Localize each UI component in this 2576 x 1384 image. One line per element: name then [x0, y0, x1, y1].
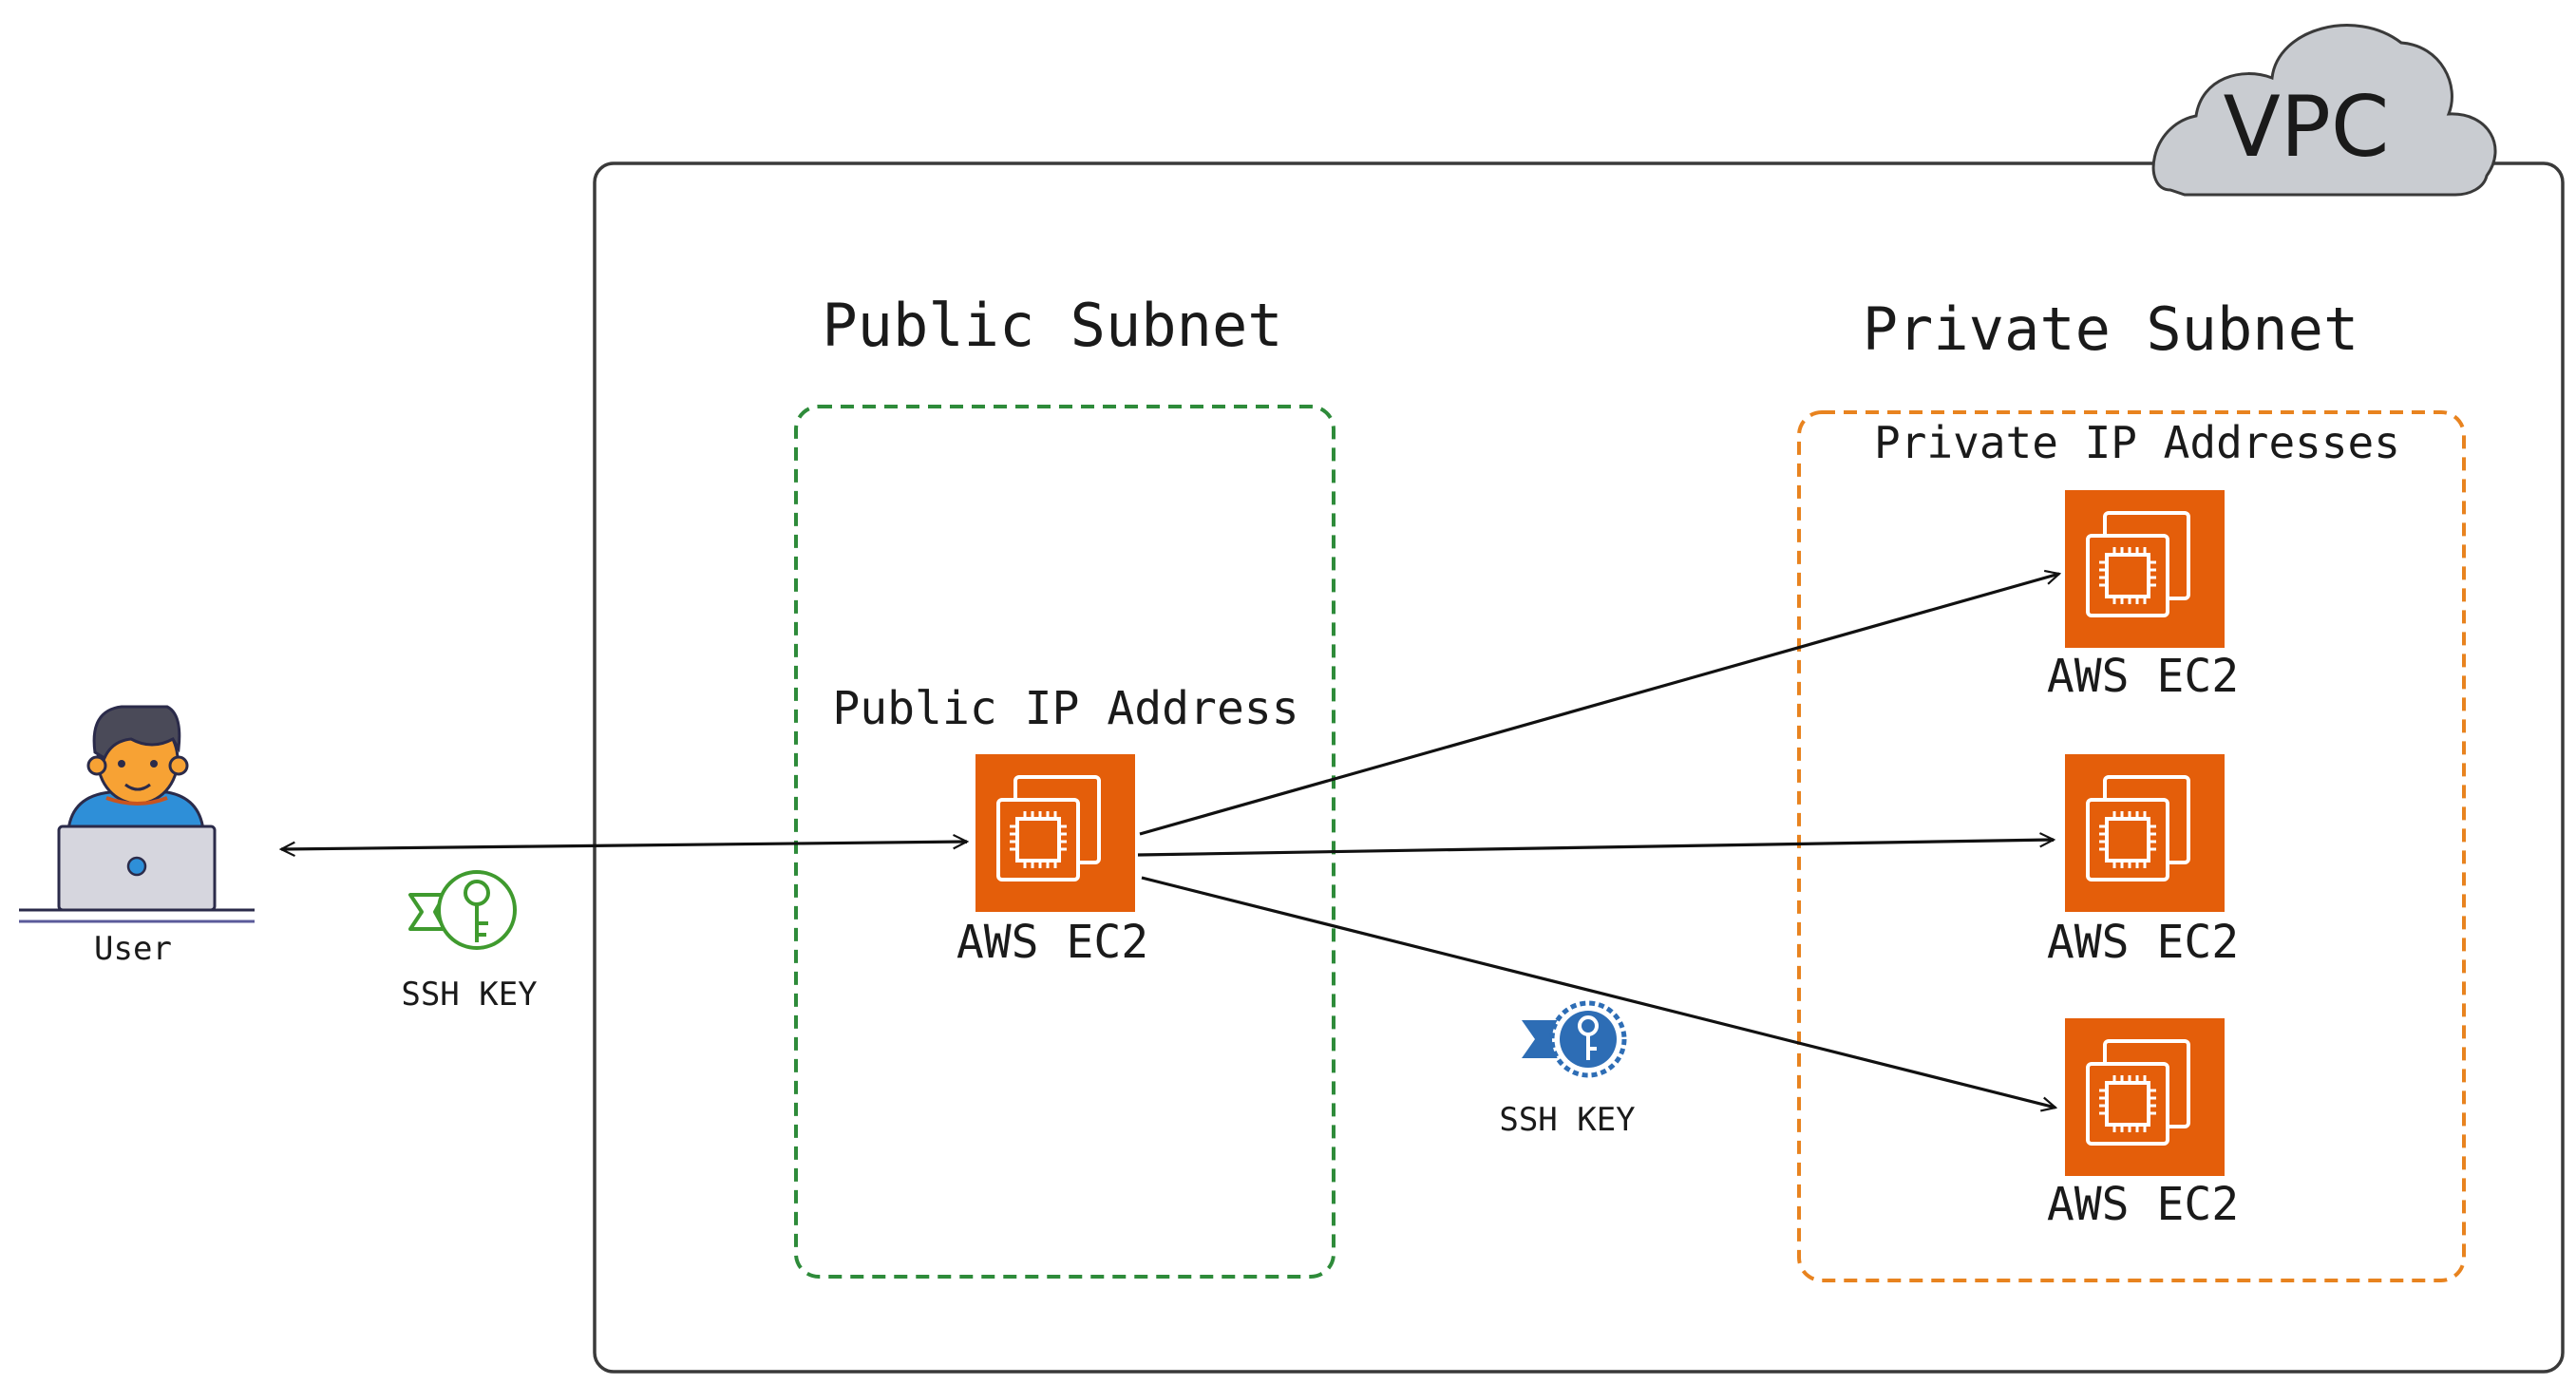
public-to-private-ec2-1-connection [1139, 574, 2059, 836]
public-ec2-label: AWS EC2 [957, 916, 1148, 969]
internal-ssh-key-label: SSH KEY [1499, 1101, 1635, 1139]
user-label: User [94, 930, 172, 968]
ssh-key-icon [408, 870, 517, 950]
private-ec2-label: AWS EC2 [2047, 916, 2239, 969]
public-ip-label: Public IP Address [832, 682, 1298, 735]
ec2-icon [2065, 754, 2225, 912]
private-ec2-instance[interactable] [2065, 490, 2225, 648]
user-avatar [19, 705, 255, 923]
ec2-icon [2065, 490, 2225, 648]
ssh-key-badge-icon [1522, 1000, 1627, 1078]
user-ssh-key-label: SSH KEY [401, 976, 537, 1014]
private-ec2-label: AWS EC2 [2047, 650, 2239, 703]
private-subnet-title: Private Subnet [1863, 294, 2359, 364]
user-to-public-ec2-connection [281, 842, 967, 849]
public-ec2-instance[interactable] [975, 754, 1135, 912]
public-subnet-title: Public Subnet [822, 291, 1282, 360]
vpc-cloud-icon: VPC [2151, 24, 2497, 197]
vpc-boundary [593, 161, 2565, 1374]
private-subnet-boundary [1797, 410, 2466, 1282]
private-ec2-instance[interactable] [2065, 1018, 2225, 1176]
ec2-icon [2065, 1018, 2225, 1176]
public-to-private-ec2-3-connection [1141, 876, 2055, 1108]
public-to-private-ec2-2-connection [1137, 840, 2054, 857]
ec2-icon [975, 754, 1135, 912]
private-ip-label: Private IP Addresses [1874, 417, 2400, 468]
vpc-label: VPC [2224, 78, 2390, 176]
private-ec2-label: AWS EC2 [2047, 1178, 2239, 1231]
private-ec2-instance[interactable] [2065, 754, 2225, 912]
